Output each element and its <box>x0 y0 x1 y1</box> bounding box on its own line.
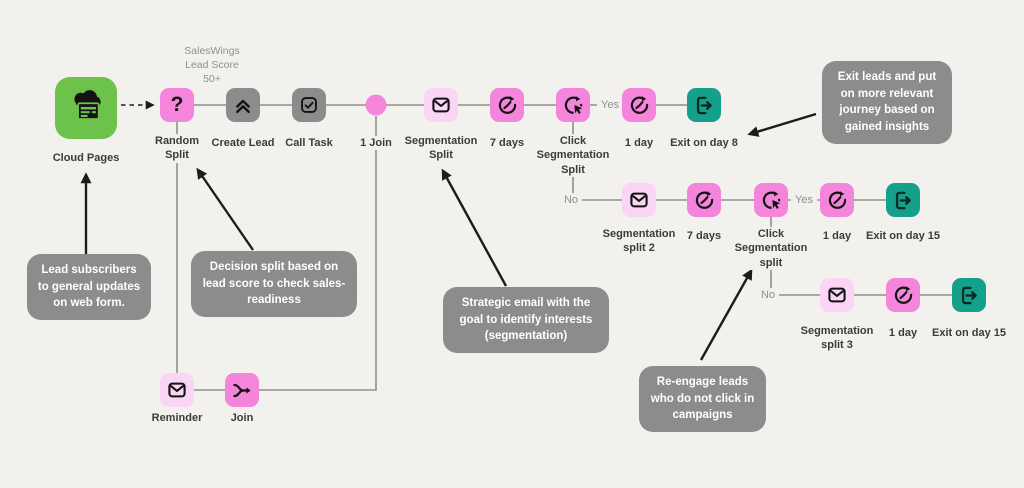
saleswings-note: SalesWings Lead Score 50+ <box>184 45 240 86</box>
arrow-to-no-branch <box>699 268 753 361</box>
node-call-task[interactable] <box>292 88 326 122</box>
node-wait-7-days[interactable] <box>490 88 524 122</box>
branch-yes-2: Yes <box>791 193 817 207</box>
node-click-segmentation-split[interactable] <box>556 88 590 122</box>
envelope-icon <box>630 192 648 208</box>
callout-re-engage: Re-engage leads who do not click in camp… <box>639 366 766 433</box>
exit-day-8-label: Exit on day 8 <box>667 136 741 151</box>
merge-icon <box>232 383 251 397</box>
wait-clock-icon <box>894 285 912 304</box>
node-wait-1-day-2[interactable] <box>820 183 854 217</box>
node-exit-day-15-b[interactable] <box>952 278 986 312</box>
click-segmentation-split-label: Click Segmentation Split <box>533 134 613 177</box>
wait-7-days-label: 7 days <box>486 136 528 151</box>
wait-clock-icon <box>828 190 846 209</box>
chevrons-up-icon <box>236 99 250 114</box>
click-refresh-icon <box>564 95 585 117</box>
wait-clock-icon <box>695 190 713 209</box>
exit-day-15-label: Exit on day 15 <box>863 229 943 244</box>
call-task-label: Call Task <box>282 136 336 151</box>
node-reminder[interactable] <box>160 373 194 407</box>
callout-strategic-email: Strategic email with the goal to identif… <box>443 287 609 354</box>
exit-icon <box>895 191 911 209</box>
cloud-pages-icon <box>74 90 101 120</box>
arrow-to-segmentation-split <box>441 168 508 287</box>
exit-day-15-b-label: Exit on day 15 <box>929 326 1009 341</box>
arrow-to-exit-day-8 <box>747 112 817 137</box>
segmentation-split-2-label: Segmentation split 2 <box>599 227 679 256</box>
node-segmentation-split[interactable] <box>424 88 458 122</box>
envelope-icon <box>168 382 186 398</box>
create-lead-label: Create Lead <box>208 136 278 151</box>
branch-no-2: No <box>756 288 780 302</box>
callout-exit-insights: Exit leads and put on more relevant jour… <box>822 61 952 144</box>
node-cloud-pages[interactable] <box>55 77 117 139</box>
node-wait-1-day[interactable] <box>622 88 656 122</box>
question-mark-icon: ? <box>170 92 184 116</box>
node-wait-1-day-3[interactable] <box>886 278 920 312</box>
random-split-label: Random Split <box>152 134 202 163</box>
node-random-split[interactable]: ? <box>160 88 194 122</box>
envelope-icon <box>828 287 846 303</box>
envelope-icon <box>432 97 450 113</box>
wait-1-day-3-label: 1 day <box>885 326 921 341</box>
checkbox-icon <box>301 97 317 113</box>
node-wait-7-days-2[interactable] <box>687 183 721 217</box>
segmentation-split-3-label: Segmentation split 3 <box>797 324 877 353</box>
callout-lead-subscribers: Lead subscribers to general updates on w… <box>27 254 151 321</box>
reminder-label: Reminder <box>148 411 206 426</box>
wait-1-day-label: 1 day <box>621 136 657 151</box>
wait-clock-icon <box>498 95 516 114</box>
branch-yes-1: Yes <box>597 98 623 112</box>
node-segmentation-split-2[interactable] <box>622 183 656 217</box>
callout-decision-split: Decision split based on lead score to ch… <box>191 251 357 318</box>
arrow-to-random-split <box>196 167 254 251</box>
node-join[interactable] <box>225 373 259 407</box>
node-segmentation-split-3[interactable] <box>820 278 854 312</box>
wait-7-days-2-label: 7 days <box>683 229 725 244</box>
exit-icon <box>961 286 977 304</box>
node-join-point[interactable] <box>365 94 387 116</box>
node-create-lead[interactable] <box>226 88 260 122</box>
node-exit-day-15[interactable] <box>886 183 920 217</box>
click-segmentation-split-2-label: Click Segmentation split <box>731 227 811 270</box>
click-refresh-icon <box>762 190 783 212</box>
exit-icon <box>696 96 712 114</box>
wait-1-day-2-label: 1 day <box>819 229 855 244</box>
join-point-label: 1 Join <box>357 136 395 151</box>
cloud-pages-label: Cloud Pages <box>49 151 123 166</box>
branch-no-1: No <box>559 193 583 207</box>
node-exit-day-8[interactable] <box>687 88 721 122</box>
segmentation-split-label: Segmentation Split <box>401 134 481 163</box>
node-click-segmentation-split-2[interactable] <box>754 183 788 217</box>
wait-clock-icon <box>630 95 648 114</box>
join-label: Join <box>227 411 257 426</box>
